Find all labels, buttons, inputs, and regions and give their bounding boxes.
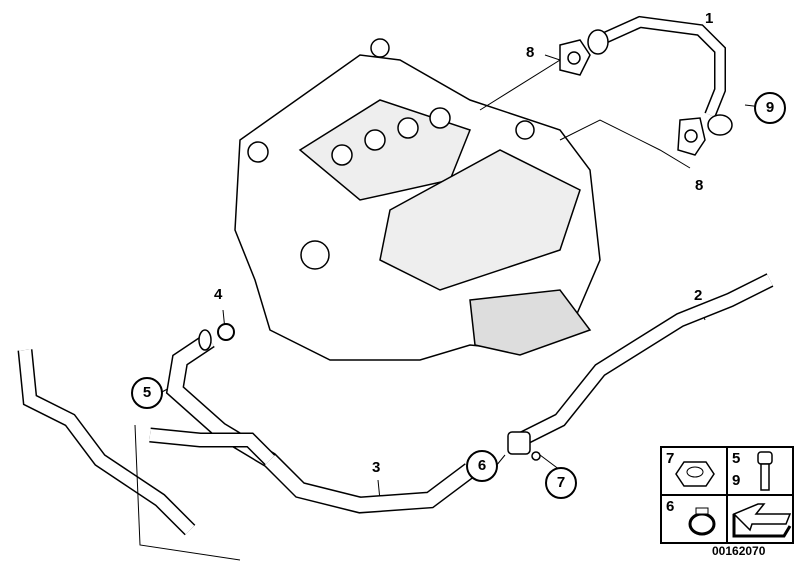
callout-1: 1: [705, 10, 714, 27]
hose-part-3: [149, 323, 476, 514]
legend-clamp: 6: [661, 495, 727, 543]
callout-7: 7: [545, 467, 577, 499]
hose-reference-outline: [17, 349, 241, 561]
callout-2: 2: [694, 287, 703, 304]
callout-9: 9: [754, 92, 786, 124]
arrow-icon: [732, 503, 792, 538]
legend-nut: 7: [661, 447, 727, 495]
legend-bolt-number-a: 5: [732, 450, 741, 467]
callout-6: 6: [466, 450, 498, 482]
legend-bolt-number-b: 9: [732, 472, 741, 489]
callout-5: 5: [131, 377, 163, 409]
callout-4: 4: [214, 286, 223, 303]
hose-connector: [507, 431, 541, 461]
callout-8-bottom: 8: [695, 177, 704, 194]
engine-illustration: [234, 38, 601, 361]
bolt-icon: [757, 451, 773, 491]
pipe-part-1: [587, 15, 733, 136]
hose-part-2: [516, 273, 774, 447]
hose-clamp-icon: [688, 507, 716, 536]
gasket-part-8: [559, 39, 706, 156]
fastener-legend: 7 5 9 6: [660, 446, 794, 544]
diagram-code: 00162070: [712, 544, 766, 558]
legend-nut-number: 7: [666, 450, 675, 467]
callout-3: 3: [372, 459, 381, 476]
nut-icon: [675, 461, 715, 487]
legend-arrow: [727, 495, 793, 543]
legend-bolt: 5 9: [727, 447, 793, 495]
callout-8-top: 8: [526, 44, 535, 61]
legend-clamp-number: 6: [666, 498, 675, 515]
